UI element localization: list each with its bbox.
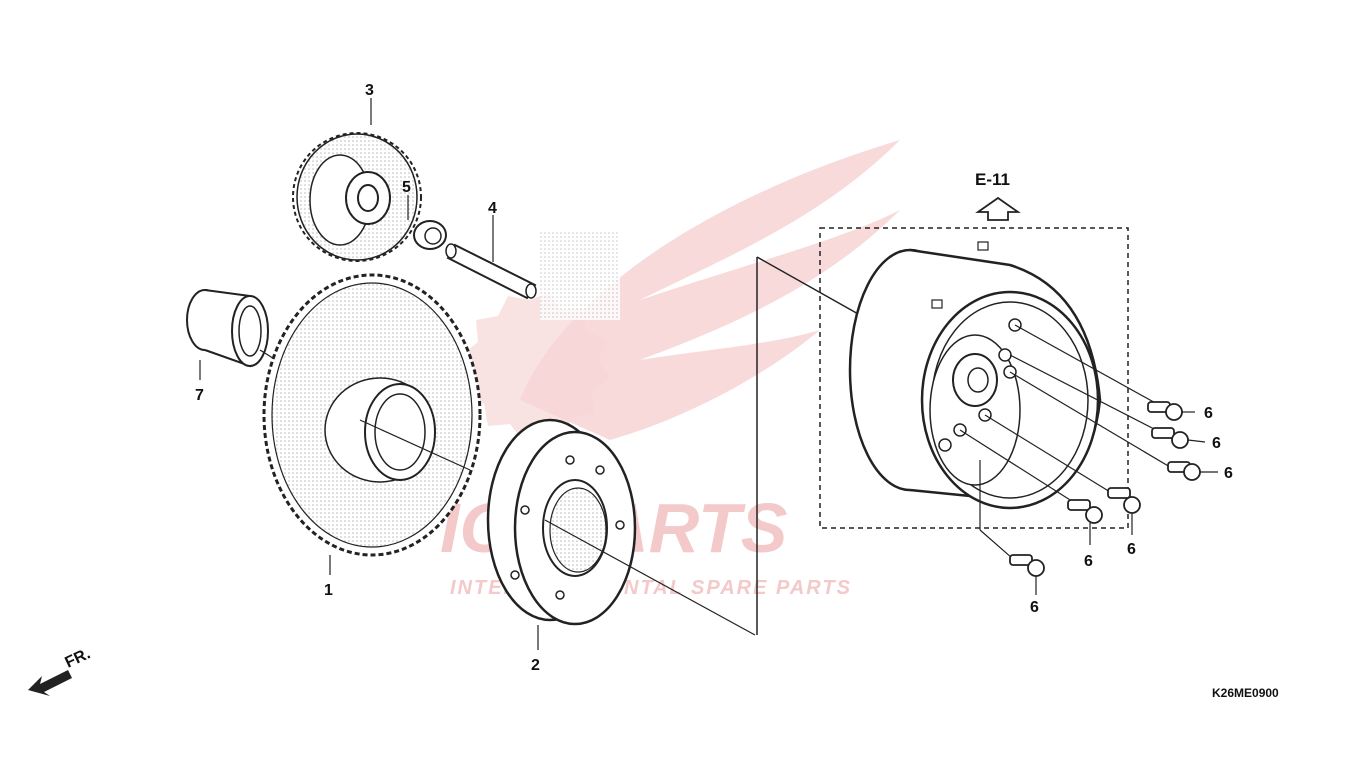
bolt-label-leaders [1035,411,1218,595]
front-label: FR. [63,645,94,671]
up-arrow-icon [975,196,1021,221]
reference-label: E-11 [975,170,1010,189]
bolt [1151,427,1189,449]
part-1-large-gear [262,273,482,575]
reference-e11: E-11 [975,170,1021,221]
part-2-starter-clutch [486,418,756,650]
bolt [1147,401,1183,421]
part-5-collar [407,195,447,250]
watermark-wing-logo [520,140,900,440]
part-labels: 3 5 4 7 1 2 6 6 6 6 6 6 [195,82,1233,674]
watermark-gear [460,292,610,442]
part-label-1: 1 [324,582,333,599]
bolt [1009,554,1045,577]
part-label-6d: 6 [1127,541,1136,558]
part-3-gear [292,98,422,262]
part-label-4: 4 [488,200,497,217]
bolt [1167,461,1201,481]
front-arrow-icon [28,670,72,696]
part-label-6e: 6 [1084,553,1093,570]
part-4-shaft [445,215,620,320]
part-label-2: 2 [531,657,540,674]
part-label-6b: 6 [1212,435,1221,452]
front-direction-indicator: FR. [28,645,93,696]
connector-lines [756,256,861,635]
bolt [1067,499,1103,524]
part-label-3: 3 [365,82,374,99]
part-label-7: 7 [195,387,204,404]
part-label-6f: 6 [1030,599,1039,616]
diagram-code: K26ME0900 [1212,686,1279,700]
part-label-6a: 6 [1204,405,1213,422]
part-7-needle-bearing [186,289,296,380]
part-label-5: 5 [402,179,411,196]
flywheel-rotor [848,241,1102,510]
flywheel-reference-box [819,227,1129,529]
bolts-part-6 [1009,401,1201,577]
part-label-6c: 6 [1224,465,1233,482]
bolt [1107,487,1141,514]
